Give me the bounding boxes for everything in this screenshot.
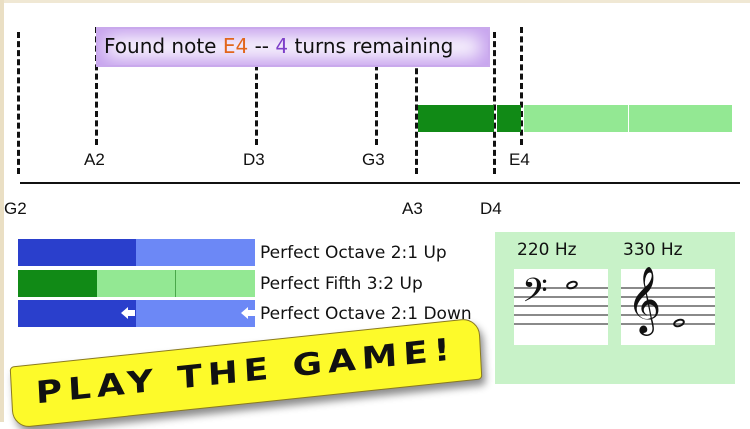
interval-label-octave-up[interactable]: Perfect Octave 2:1 Up — [260, 243, 447, 263]
status-banner: Found note E4 -- 4 turns remaining — [96, 27, 490, 67]
found-note: E4 — [222, 34, 249, 58]
interval-bar-light — [136, 239, 255, 266]
note-label-d4: D4 — [480, 199, 502, 218]
note-line-a2 — [95, 27, 98, 145]
treble-staff: 𝄞 — [621, 265, 715, 345]
interval-bar-light — [136, 300, 255, 327]
frequency-label-330: 330 Hz — [623, 240, 683, 260]
bass-clef-icon: 𝄢 — [522, 272, 548, 318]
status-suffix: turns remaining — [288, 34, 454, 58]
bass-staff: 𝄢 — [514, 269, 608, 345]
note-line-g2 — [17, 32, 20, 174]
interval-label-fifth-up[interactable]: Perfect Fifth 3:2 Up — [260, 274, 423, 294]
interval-bar-divider — [175, 270, 176, 297]
turns-count: 4 — [275, 34, 289, 58]
status-prefix: Found note — [104, 34, 223, 58]
frequency-panel: 220 Hz 330 Hz 𝄢 𝄞 — [495, 232, 735, 384]
note-line-d3 — [255, 27, 258, 145]
status-text: Found note E4 -- 4 turns remaining — [104, 34, 453, 58]
frequency-label-220: 220 Hz — [517, 240, 577, 260]
interval-button-octave-up[interactable] — [18, 239, 255, 266]
interval-button-octave-down[interactable] — [18, 300, 255, 327]
progress-segment-2 — [497, 105, 521, 132]
pitch-axis — [20, 182, 740, 184]
interval-bar-dark — [18, 300, 136, 327]
play-the-game-label: PLAY THE GAME! — [34, 331, 457, 412]
left-arrow-icon — [241, 307, 255, 319]
note-label-g2: G2 — [4, 199, 27, 218]
interval-label-octave-down[interactable]: Perfect Octave 2:1 Down — [260, 304, 472, 324]
note-label-a2: A2 — [84, 150, 105, 169]
interval-bar-light — [97, 270, 255, 297]
status-separator: -- — [248, 34, 276, 58]
frame-top-border — [0, 0, 750, 3]
note-line-d4 — [493, 32, 496, 174]
interval-button-fifth-up[interactable] — [18, 270, 255, 297]
play-the-game-button[interactable]: PLAY THE GAME! — [9, 317, 483, 429]
interval-bar-dark — [18, 239, 136, 266]
note-head-icon — [671, 317, 687, 329]
treble-clef-icon: 𝄞 — [627, 265, 662, 333]
note-line-a3 — [415, 32, 418, 174]
note-label-a3: A3 — [402, 199, 423, 218]
left-arrow-icon — [121, 307, 135, 319]
progress-segment-4 — [629, 105, 732, 132]
interval-bar-dark — [18, 270, 97, 297]
note-label-g3: G3 — [362, 150, 385, 169]
progress-segment-1 — [418, 105, 494, 132]
note-label-e4: E4 — [509, 150, 530, 169]
note-label-d3: D3 — [243, 150, 265, 169]
frame-left-border — [0, 0, 4, 422]
progress-segment-3 — [524, 105, 628, 132]
note-head-icon — [564, 279, 580, 291]
note-line-e4 — [520, 27, 523, 145]
note-line-g3 — [375, 27, 378, 145]
